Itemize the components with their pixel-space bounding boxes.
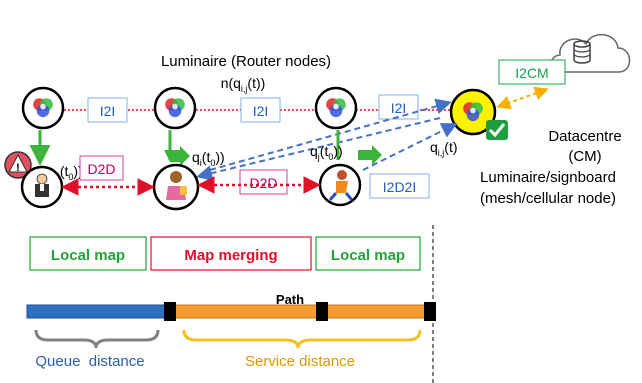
- router-luminaire-1: [21, 86, 65, 130]
- person-icon: [166, 171, 187, 200]
- person-node-j: [318, 163, 362, 207]
- i2cm-label: I2CM: [515, 65, 548, 81]
- queue-bar: [26, 304, 169, 319]
- person-node-k: [20, 165, 64, 209]
- dashed-arrow-from-merge: [209, 98, 452, 171]
- warning-icon: !: [4, 151, 32, 179]
- person-icon: [35, 173, 49, 197]
- qij-label: qi,j(t): [430, 139, 458, 158]
- i2i-label-3: I2I: [391, 100, 407, 116]
- green-arrow-right: [358, 145, 382, 165]
- datacentre-label: Datacentre: [548, 128, 621, 145]
- service-bar: [174, 304, 429, 319]
- signboard-label: Luminaire/signboard: [480, 169, 616, 186]
- qi-label: qi(t0)): [192, 149, 225, 168]
- router-luminaire-2: [153, 86, 197, 130]
- i2i-label-2: I2I: [253, 103, 269, 119]
- i2cm-link: [496, 86, 549, 110]
- datacentre-cm-label: (CM): [568, 148, 601, 165]
- service-brace: [182, 329, 422, 349]
- queue-brace: [34, 329, 160, 349]
- checkmark-icon: [486, 120, 508, 140]
- cloud-database-icon: [550, 34, 631, 73]
- person-node-i: [152, 163, 200, 211]
- dashed-arrow-to-merge: [196, 117, 441, 181]
- router-luminaire-3: [314, 86, 358, 130]
- diagram-title: Luminaire (Router nodes): [161, 53, 331, 70]
- neighbor-label: n(qi,j(t)): [221, 75, 266, 94]
- map-merging: Map merging: [184, 247, 277, 264]
- service-distance-label: Service distance: [245, 353, 355, 370]
- d2d-label-1: D2D: [87, 161, 115, 177]
- signboard-luminaire: [449, 88, 508, 140]
- queue-distance-label: Queue distance: [35, 353, 144, 370]
- path-marker-3: [424, 302, 436, 321]
- i2d2i-label: I2D2I: [383, 179, 416, 195]
- path-label: Path: [276, 292, 304, 307]
- path-marker-1: [164, 302, 176, 321]
- dashed-arrow-from-node: [362, 123, 458, 171]
- i2i-label-1: I2I: [100, 103, 116, 119]
- path-marker-2: [316, 302, 328, 321]
- svg-text:!: !: [16, 162, 20, 174]
- d2d-label-2: D2D: [249, 175, 277, 191]
- green-arrow-down: [164, 130, 190, 166]
- signboard-network-label: (mesh/cellular node): [480, 190, 616, 207]
- local-map-left: Local map: [51, 247, 125, 264]
- qj-label: qj(t0)): [310, 143, 343, 162]
- local-map-right: Local map: [331, 247, 405, 264]
- person-icon: [328, 170, 354, 201]
